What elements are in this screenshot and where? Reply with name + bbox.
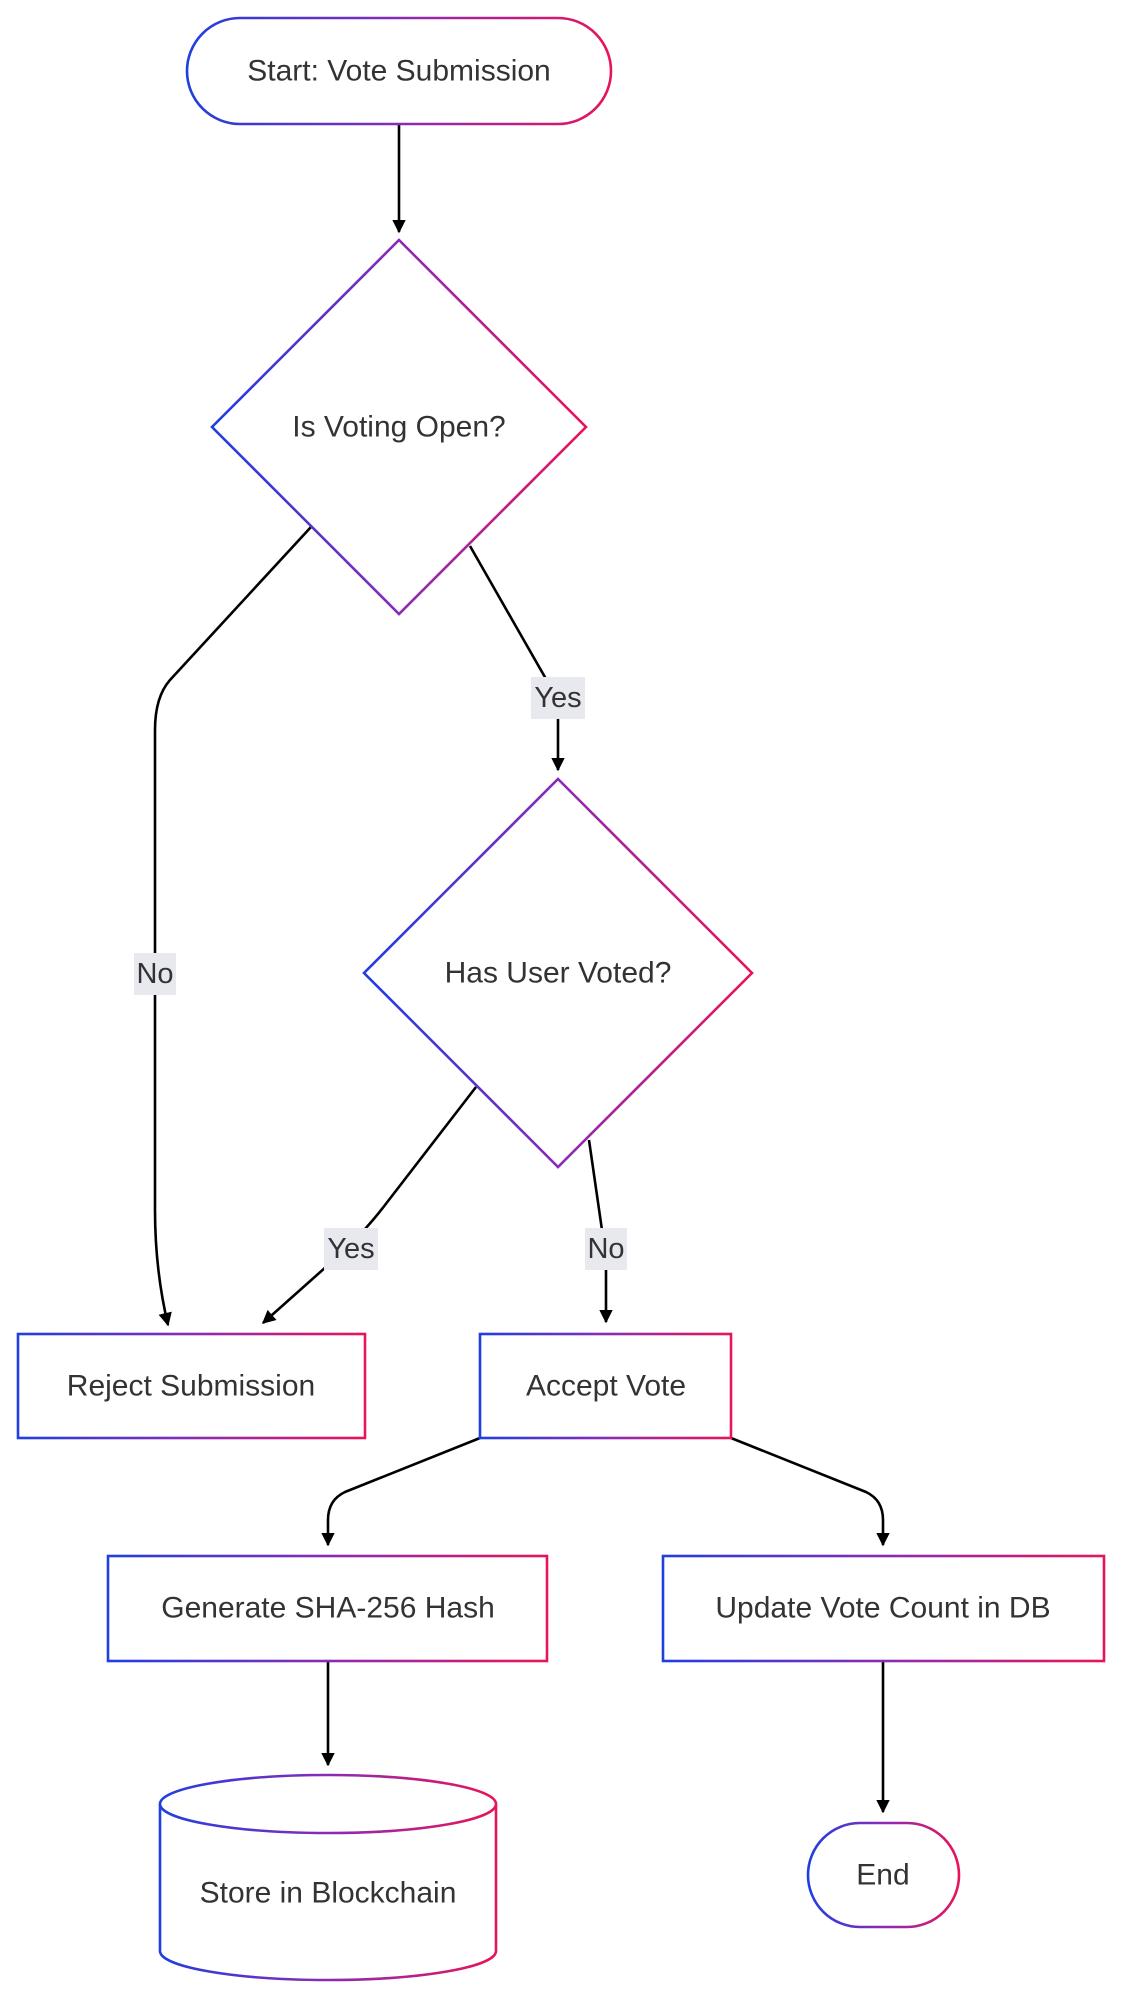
node-accept[interactable]: Accept Vote xyxy=(478,1332,733,1440)
node-hash[interactable]: Generate SHA-256 Hash xyxy=(106,1554,549,1663)
edge-label-text: No xyxy=(587,1233,624,1265)
node-store[interactable]: Store in Blockchain xyxy=(158,1773,498,1982)
edge-accept-to-update xyxy=(730,1436,890,1547)
node-voting-open[interactable]: Is Voting Open? xyxy=(210,238,588,616)
node-end[interactable]: End xyxy=(806,1821,961,1929)
edge-accept-to-hash xyxy=(321,1436,481,1547)
nodes: Start: Vote Submission Is Voting Open? H… xyxy=(16,16,1106,1982)
node-update[interactable]: Update Vote Count in DB xyxy=(661,1554,1106,1663)
edge-label-text: Yes xyxy=(327,1233,374,1265)
edge-user-voted-yes xyxy=(261,1086,478,1324)
node-end-label: End xyxy=(856,1859,909,1892)
edge-label-text: Yes xyxy=(534,682,581,714)
edge-label-voting-open-no: No xyxy=(134,953,176,995)
node-start-label: Start: Vote Submission xyxy=(247,55,551,88)
node-reject[interactable]: Reject Submission xyxy=(16,1332,367,1440)
node-user-voted[interactable]: Has User Voted? xyxy=(362,777,754,1169)
edge-label-voting-open-yes: Yes xyxy=(531,677,585,719)
node-hash-label: Generate SHA-256 Hash xyxy=(161,1592,495,1625)
edge-label-user-voted-no: No xyxy=(585,1228,627,1270)
node-update-label: Update Vote Count in DB xyxy=(715,1592,1050,1625)
edge-voting-open-no xyxy=(153,526,312,1327)
edge-labels: Yes No Yes No xyxy=(134,677,627,1270)
node-accept-label: Accept Vote xyxy=(526,1370,686,1403)
edge-voting-open-yes xyxy=(468,545,565,772)
node-reject-label: Reject Submission xyxy=(67,1370,315,1403)
node-store-label: Store in Blockchain xyxy=(200,1877,457,1910)
node-start[interactable]: Start: Vote Submission xyxy=(185,16,613,126)
edge-label-user-voted-yes: Yes xyxy=(324,1228,378,1270)
node-user-voted-label: Has User Voted? xyxy=(445,957,672,990)
edge-label-text: No xyxy=(136,958,173,990)
node-voting-open-label: Is Voting Open? xyxy=(292,411,506,444)
